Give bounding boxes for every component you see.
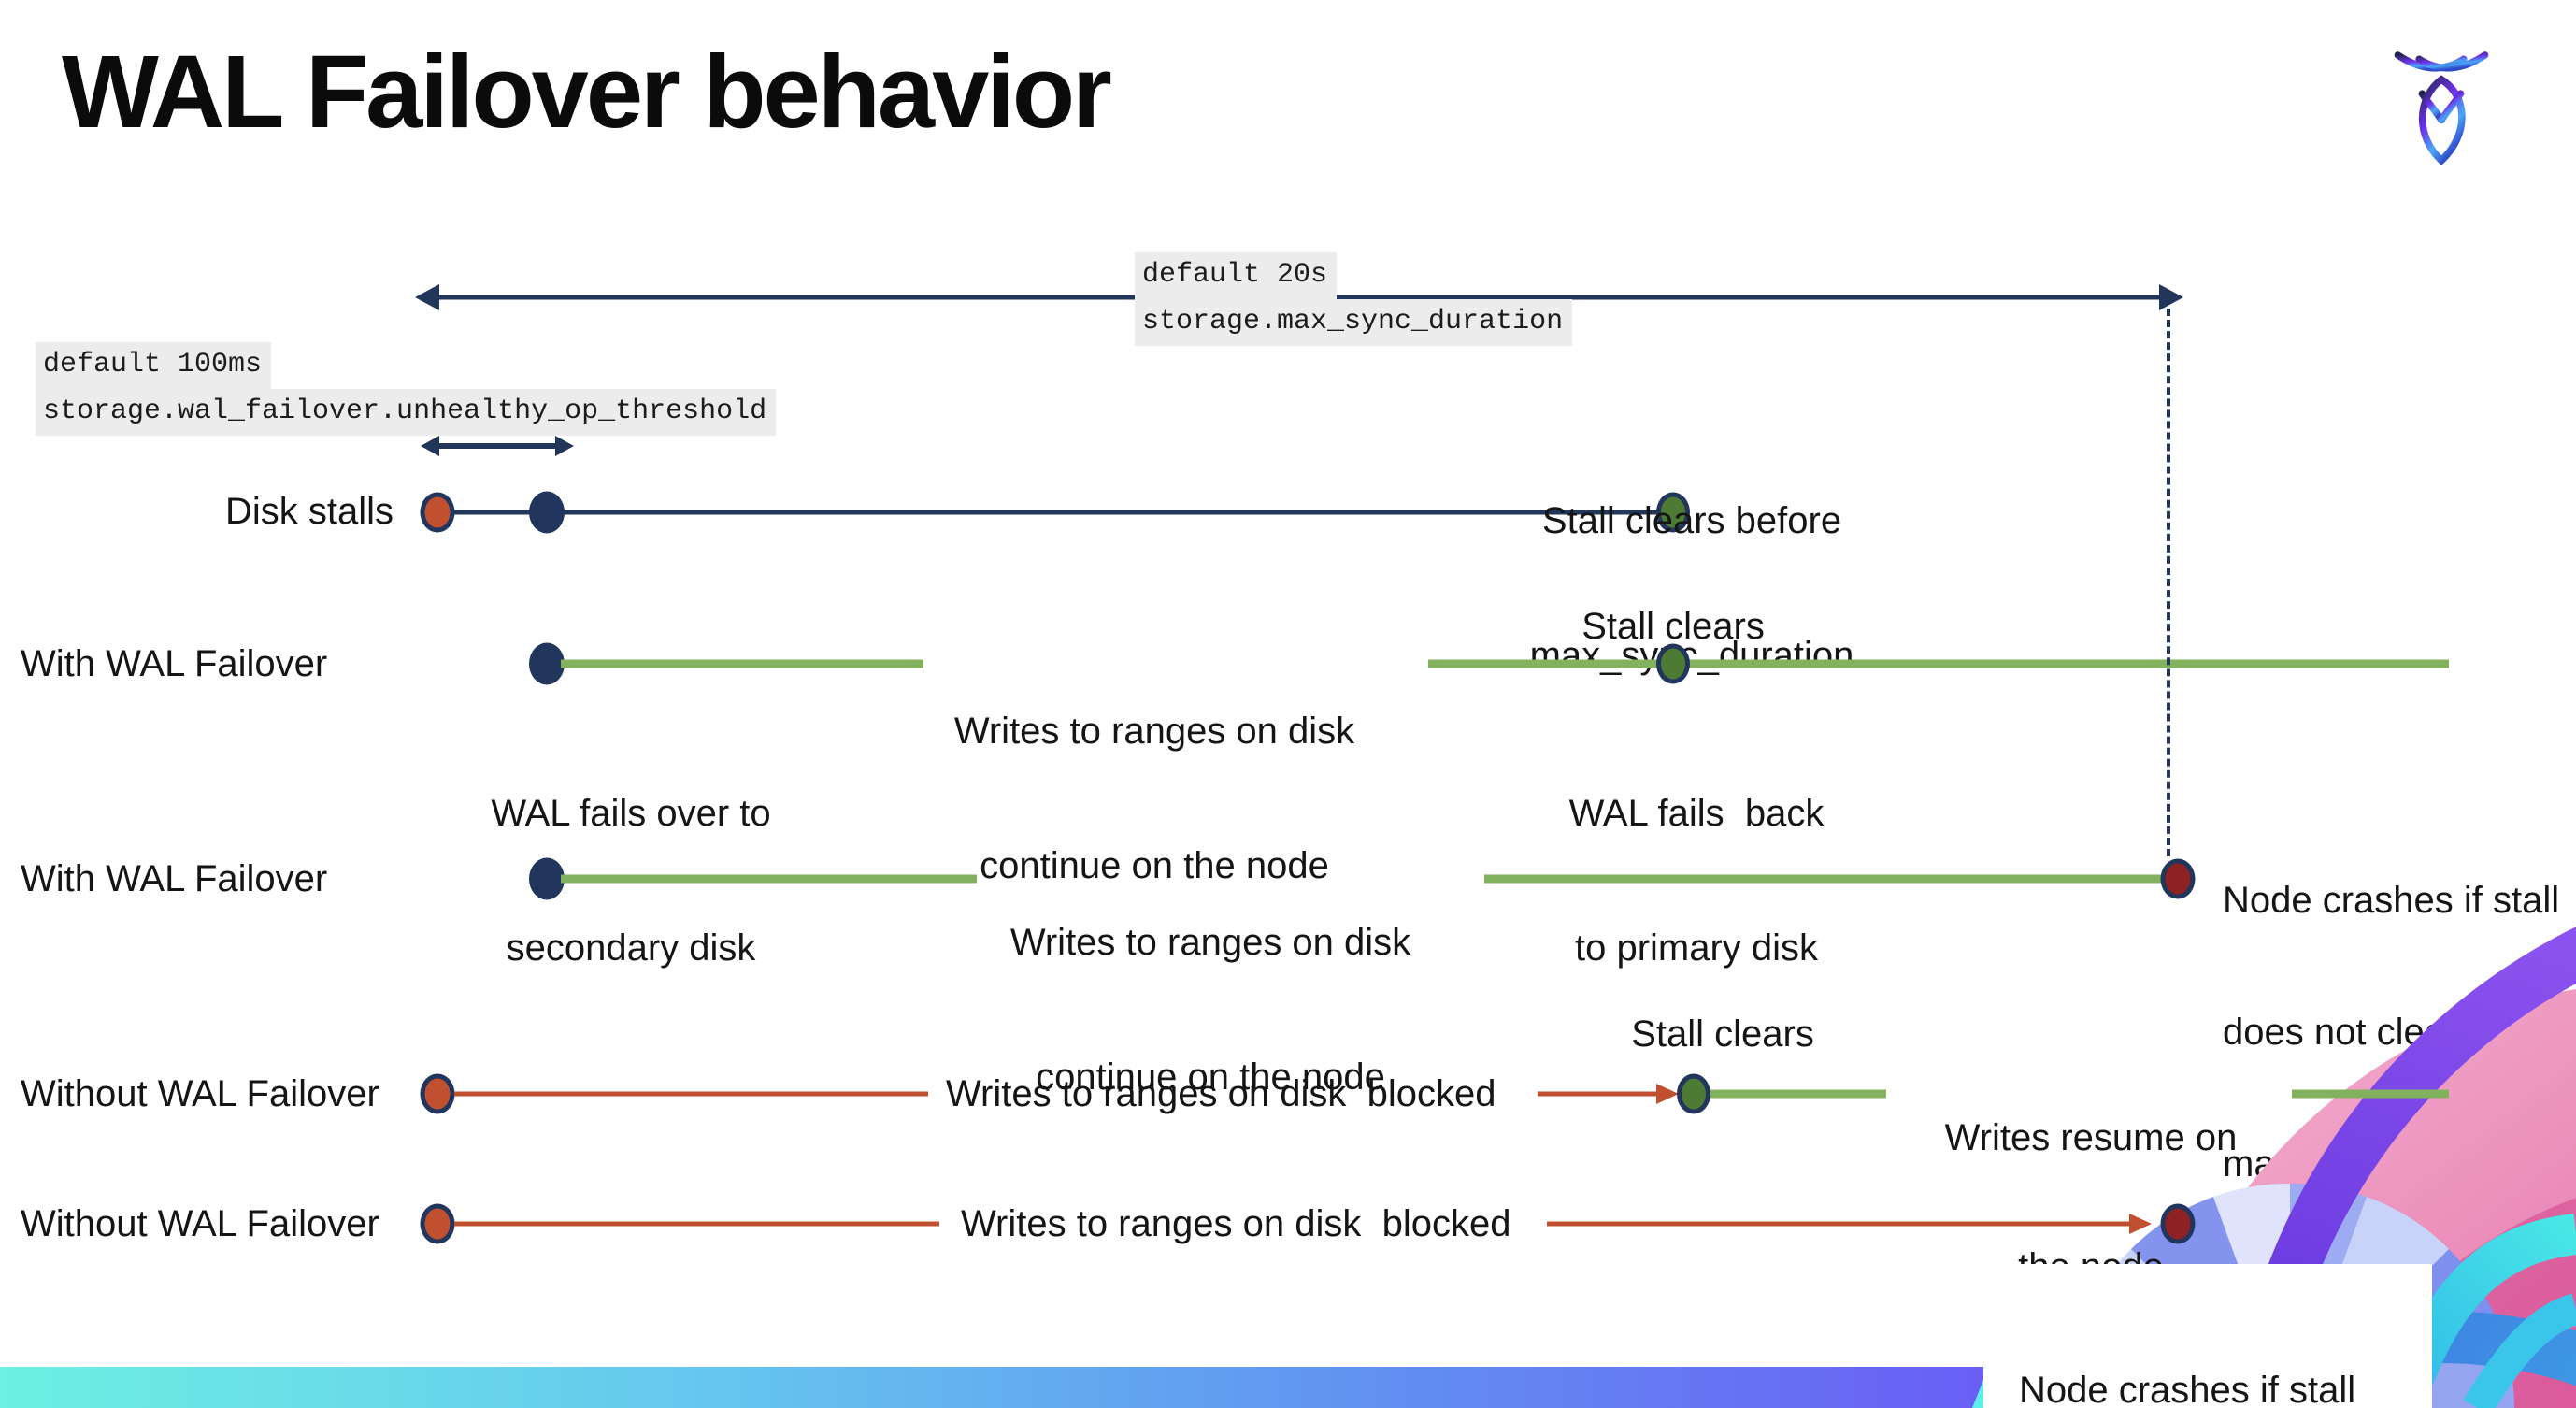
setting-name: storage.wal_failover.unhealthy_op_thresh…: [36, 389, 777, 436]
row-label-with-wal-failover-2: With WAL Failover: [21, 858, 328, 899]
disk-stall-start-dot: [420, 492, 455, 533]
node-crashes-callout-box: Node crashes if stall does not clear in …: [1983, 1264, 2432, 1408]
failover-dot: [529, 857, 565, 900]
arrowhead-left-icon: [421, 436, 439, 456]
writes-blocked-label: Writes to ranges on disk blocked: [961, 1203, 1511, 1244]
node-crashes-label: Node crashes if stall does not clear in …: [2019, 1370, 2356, 1408]
setting-default-value: default 20s: [1135, 252, 1338, 299]
stall-clears-dot: [1677, 1073, 1710, 1114]
row-label-disk-stalls: Disk stalls: [224, 491, 394, 532]
wal-fails-over-label: WAL fails over to secondary disk: [491, 793, 771, 969]
disk-stall-timeline: [437, 510, 1673, 515]
healthy-writes-line: [2292, 1089, 2449, 1099]
disk-stall-start-dot: [420, 1073, 455, 1114]
wal-fails-back-label: WAL fails back to primary disk: [1568, 793, 1825, 969]
stall-clears-dot: [1656, 492, 1690, 533]
red-arrowhead-icon: [1656, 1084, 1679, 1104]
healthy-writes-line: [1484, 874, 2170, 884]
stall-clears-dot: [1656, 643, 1690, 684]
threshold-span-line: [437, 443, 555, 449]
stall-clears-label: Stall clears: [1581, 606, 1765, 647]
arrowhead-right-icon: [555, 436, 574, 456]
row-label-without-wal-failover-2: Without WAL Failover: [21, 1203, 379, 1244]
setting-default-value: default 100ms: [36, 342, 272, 389]
blocked-writes-line: [454, 1221, 939, 1227]
healthy-writes-line: [1710, 1089, 1886, 1099]
row-label-with-wal-failover-1: With WAL Failover: [21, 643, 328, 684]
writes-blocked-label: Writes to ranges on disk blocked: [946, 1073, 1496, 1114]
writes-continue-label: Writes to ranges on disk continue on the…: [1009, 922, 1411, 1098]
stall-clears-before-label: Stall clears before max_sync_duration: [1529, 500, 1854, 676]
row-label-without-wal-failover-1: Without WAL Failover: [21, 1073, 379, 1114]
arrowhead-right-icon: [2159, 284, 2183, 310]
healthy-writes-line: [561, 659, 923, 668]
healthy-writes-line: [1428, 659, 2449, 668]
node-crash-dot: [2160, 858, 2196, 899]
healthy-writes-line: [561, 874, 977, 884]
failover-dot: [529, 642, 565, 685]
node-crash-dot: [2160, 1203, 2196, 1244]
max-sync-deadline-dashed-line: [2167, 309, 2170, 856]
blocked-writes-line: [1538, 1091, 1657, 1097]
writes-continue-label: Writes to ranges on disk continue on the…: [953, 711, 1355, 886]
blocked-writes-line: [1547, 1221, 2131, 1227]
page-title: WAL Failover behavior: [62, 35, 1112, 150]
max-sync-duration-setting-label: default 20s storage.max_sync_duration: [1135, 252, 1573, 346]
threshold-reached-dot: [529, 491, 565, 534]
arrowhead-left-icon: [415, 284, 439, 310]
setting-name: storage.max_sync_duration: [1135, 299, 1573, 346]
stall-clears-label: Stall clears: [1631, 1013, 1814, 1055]
red-arrowhead-icon: [2129, 1214, 2152, 1234]
disk-stall-start-dot: [420, 1203, 455, 1244]
cockroachdb-logo-icon: [2389, 43, 2494, 165]
unhealthy-op-threshold-setting-label: default 100ms storage.wal_failover.unhea…: [36, 342, 777, 436]
blocked-writes-line: [454, 1091, 928, 1097]
